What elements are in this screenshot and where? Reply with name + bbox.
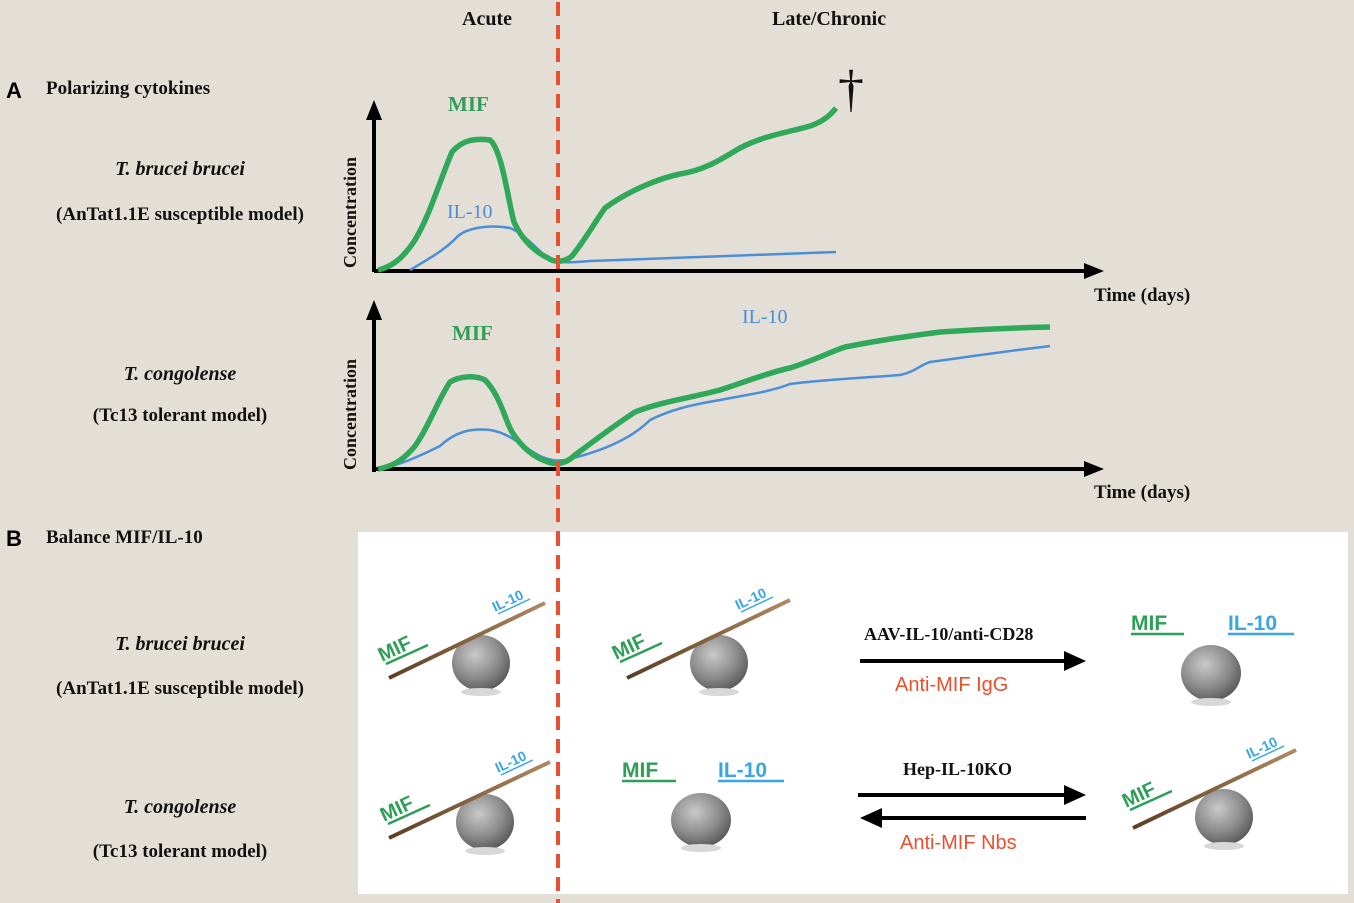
fulcrum-rock-icon [1195,789,1253,845]
svg-text:MIF: MIF [609,630,650,664]
graph-congolense-il10-curve [379,344,1051,471]
arrow-congolense-ko [858,785,1086,805]
panel-b-model-congolense: (Tc13 tolerant model) [92,841,268,862]
graph-brucei-axes [366,100,1104,279]
panel-a-model-brucei: (AnTat1.1E susceptible model) [56,204,304,225]
seesaw-congolense-ko: MIF IL-10 [1119,733,1297,850]
graph-brucei-il10-label: IL-10 [447,201,493,223]
graph-congolense-axes [366,300,1104,477]
seesaw-brucei-treated: MIF IL-10 [1131,612,1296,706]
seesaw-brucei-chronic: MIF IL-10 [609,584,791,696]
graph-congolense-xlabel: Time (days) [1094,482,1191,503]
arrow-brucei-top-label: AAV-IL-10/anti-CD28 [864,624,1034,644]
svg-text:MIF: MIF [1131,612,1167,635]
svg-text:IL-10: IL-10 [493,747,530,775]
phase-acute-label: Acute [462,8,512,30]
graph-brucei-xlabel: Time (days) [1094,285,1191,306]
seesaw-brucei-acute: MIF IL-10 [375,586,546,696]
panel-b-title: Balance MIF/IL-10 [46,527,203,548]
svg-text:IL-10: IL-10 [718,759,767,782]
arrow-congolense-top-label: Hep-IL-10KO [903,759,1013,779]
panel-a-letter: A [6,78,22,103]
seesaw-congolense-acute: MIF IL-10 [377,747,551,855]
panel-b-letter: B [6,526,22,551]
seesaw-congolense-chronic: MIF IL-10 [622,759,786,852]
fulcrum-rock-icon [456,794,514,850]
phase-chronic-label: Late/Chronic [772,8,887,30]
panel-a-species-brucei: T. brucei brucei [115,158,245,180]
death-dagger-icon: † [838,61,864,118]
graph-congolense-mif-curve [377,324,1051,472]
svg-text:IL-10: IL-10 [1244,733,1281,761]
svg-text:MIF: MIF [1119,778,1160,812]
svg-text:MIF: MIF [375,632,416,666]
panel-b-box [358,532,1348,894]
panel-a-title: Polarizing cytokines [46,78,211,99]
fulcrum-rock-icon [671,793,731,847]
svg-text:IL-10: IL-10 [490,586,527,614]
graph-brucei-mif-label: MIF [448,92,489,116]
graph-congolense-mif-label: MIF [452,321,493,345]
fulcrum-rock-icon [690,635,748,691]
panel-b-species-brucei: T. brucei brucei [115,633,245,655]
arrow-congolense-bottom-label: Anti-MIF Nbs [900,832,1017,854]
panel-b-species-congolense: T. congolense [123,796,237,818]
fulcrum-rock-icon [452,635,510,691]
fulcrum-rock-icon [1181,645,1241,701]
svg-text:MIF: MIF [377,792,418,826]
panel-a-species-congolense: T. congolense [123,363,237,385]
panel-b-model-brucei: (AnTat1.1E susceptible model) [56,678,304,699]
arrow-brucei-treatment [860,651,1086,671]
panel-a-model-congolense: (Tc13 tolerant model) [92,405,268,426]
svg-text:MIF: MIF [622,759,658,782]
graph-congolense-il10-label: IL-10 [742,306,788,328]
arrow-brucei-bottom-label: Anti-MIF IgG [895,674,1009,696]
arrow-congolense-nbs [860,808,1086,828]
svg-text:IL-10: IL-10 [733,584,770,612]
svg-text:IL-10: IL-10 [1228,612,1277,635]
